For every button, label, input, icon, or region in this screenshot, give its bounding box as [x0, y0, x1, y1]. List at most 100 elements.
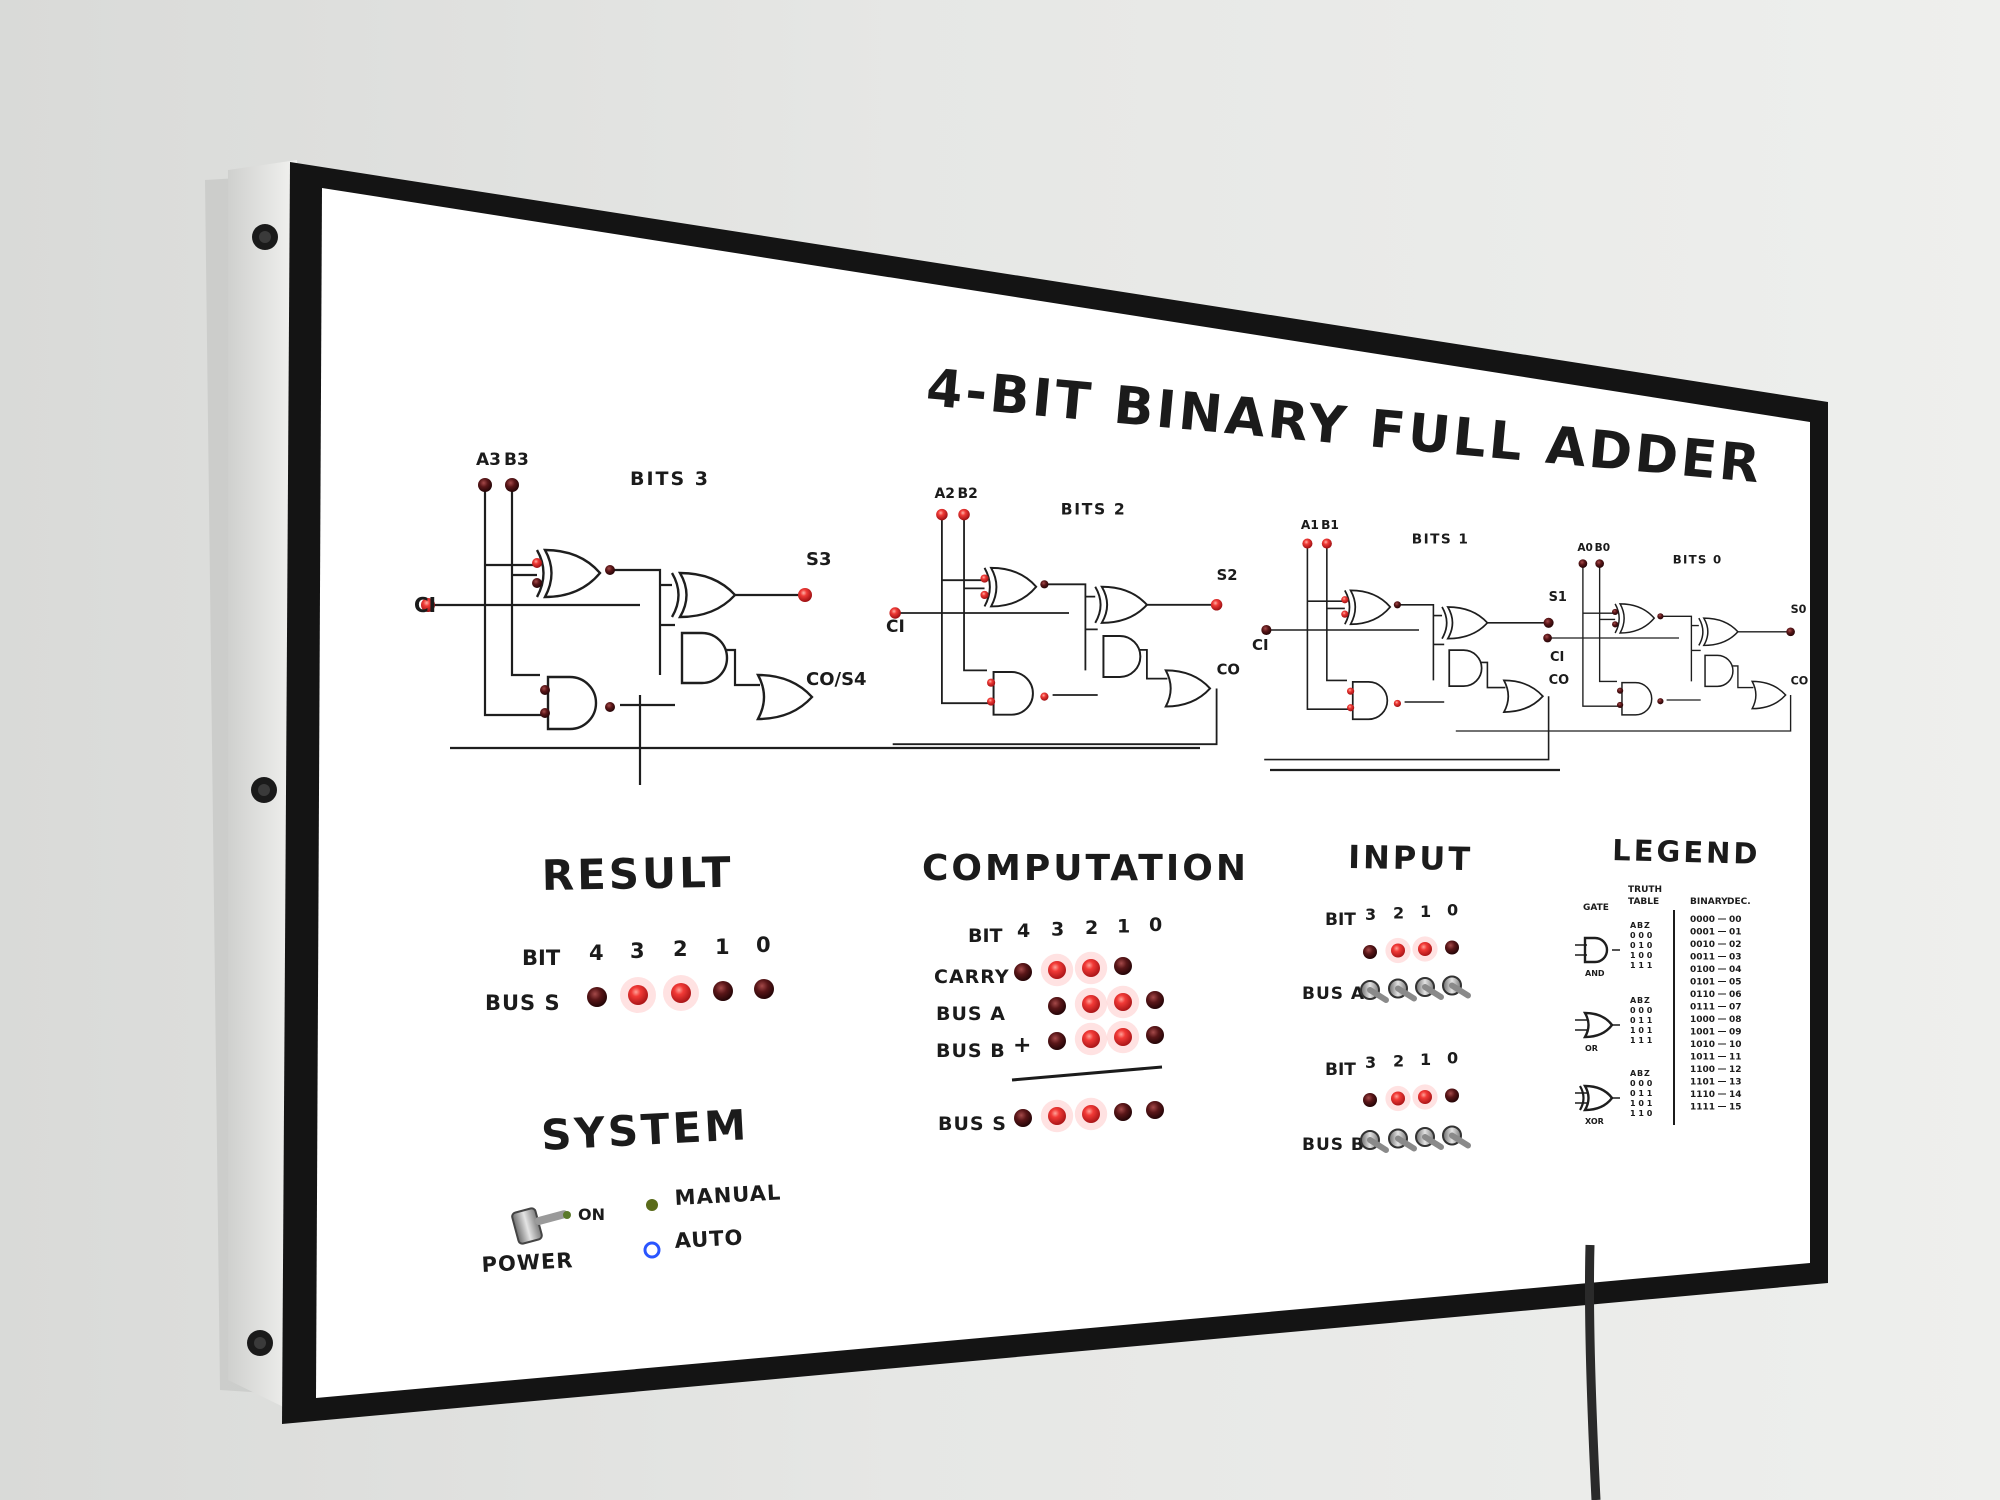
circuit-led: [958, 508, 970, 521]
computation-carry-label: CARRY: [934, 966, 1010, 988]
result-bit-number: 3: [630, 939, 645, 963]
legend-decimal-value: 04: [1729, 965, 1742, 975]
computation-bit-number: 2: [1085, 917, 1098, 939]
legend-decimal-value: 05: [1729, 978, 1742, 988]
legend-decimal-value: 03: [1729, 953, 1742, 963]
result-bus-s-led: [628, 985, 648, 1005]
computation-bit-number: 0: [1149, 914, 1162, 936]
circuit-led: [936, 508, 948, 521]
computation-bus-a-led: [1146, 991, 1164, 1009]
sum-label: S2: [1217, 567, 1238, 584]
xor-gate-icon: [1575, 1084, 1620, 1112]
legend-heading: LEGEND: [1612, 833, 1761, 871]
circuit-led: [1578, 559, 1588, 568]
and-gate-icon: [1575, 936, 1620, 964]
computation-bus-b-led: [1114, 1028, 1132, 1046]
stage-label: BITS 2: [1061, 501, 1127, 519]
bus-b-toggle-switch[interactable]: [1415, 1127, 1444, 1150]
input-bus-a-led: [1445, 940, 1459, 955]
input-bus-a-led: [1391, 943, 1405, 958]
legend-gate-name: XOR: [1585, 1117, 1604, 1126]
circuit-led: [980, 574, 989, 583]
computation-carry-led: [1082, 959, 1100, 977]
circuit-led: [1617, 687, 1624, 694]
bus-b-toggle-switch[interactable]: [1442, 1125, 1471, 1149]
power-toggle-switch[interactable]: [511, 1207, 569, 1245]
result-bit-number: 1: [715, 935, 730, 959]
carry-out-label: CO: [1217, 662, 1240, 679]
circuit-led: [1261, 624, 1272, 636]
result-bit-label: BIT: [522, 946, 561, 970]
circuit-led: [889, 607, 901, 619]
computation-bus-a-led: [1082, 995, 1100, 1013]
legend-section: LEGEND GATE TRUTH TABLE BINARY DEC. ANDA…: [1575, 833, 1761, 1126]
computation-bus-b-label: BUS B: [936, 1040, 1006, 1062]
bus-a-toggle-switch[interactable]: [1415, 977, 1444, 1000]
computation-sum-line: [1011, 1065, 1163, 1082]
legend-binary-value: 0000: [1690, 915, 1715, 925]
computation-bit-number: 3: [1051, 919, 1064, 941]
legend-decimal-value: 00: [1729, 915, 1742, 925]
legend-truth-column-header: A: [1630, 996, 1637, 1005]
circuit-led: [1040, 692, 1049, 701]
circuit-led: [605, 565, 615, 575]
input-bus-b-led: [1418, 1090, 1432, 1104]
circuit-led: [1617, 701, 1624, 709]
manual-label: MANUAL: [674, 1180, 782, 1210]
power-indicator-led: [563, 1211, 571, 1219]
bus-a-toggle-switch[interactable]: [1388, 978, 1417, 1002]
legend-truth-column-header: A: [1630, 921, 1637, 930]
legend-truth-header-1: TRUTH: [1628, 885, 1662, 895]
legend-truth-row: 0 1 1: [1630, 1016, 1653, 1025]
computation-bit-number: 1: [1117, 916, 1130, 938]
computation-bus-s-led: [1082, 1105, 1100, 1123]
circuit-led: [1341, 610, 1349, 618]
legend-truth-column-header: Z: [1644, 1069, 1650, 1078]
legend-decimal-value: 02: [1729, 940, 1742, 950]
stage-bits-2: BITS 2 A2 B2 S2 CO: [889, 486, 1240, 746]
legend-truth-row: 0 0 0: [1630, 1079, 1653, 1088]
power-label: POWER: [481, 1248, 574, 1277]
bus-a-toggle-switch[interactable]: [1442, 975, 1471, 999]
computation-bus-b-led: [1146, 1026, 1164, 1044]
legend-truth-row: 1 1 1: [1630, 961, 1653, 970]
legend-binary-value: 1011: [1690, 1053, 1715, 1063]
result-bus-label: BUS S: [485, 991, 561, 1015]
computation-heading: COMPUTATION: [922, 848, 1249, 889]
legend-binary-value: 1100: [1690, 1065, 1715, 1075]
legend-gate-name: OR: [1585, 1044, 1598, 1053]
bus-b-toggle-switch[interactable]: [1360, 1130, 1389, 1153]
computation-bus-b-led: [1082, 1030, 1100, 1048]
sum-label: S3: [806, 549, 832, 570]
legend-binary-value: 0010: [1690, 940, 1715, 950]
computation-bit-number: 4: [1017, 920, 1030, 942]
system-section: SYSTEM ON POWER MANUAL AUTO: [481, 1100, 782, 1277]
circuit-led: [532, 558, 542, 568]
legend-truth-column-header: A: [1630, 1069, 1637, 1078]
legend-decimal-value: 06: [1729, 990, 1742, 1000]
input-a-label: A0: [1577, 542, 1592, 554]
bus-a-toggle-switch[interactable]: [1360, 980, 1389, 1003]
computation-bit-label: BIT: [968, 925, 1003, 947]
stage-bits-3: BITS 3 A3 B3 S3 CO/S4: [421, 450, 867, 785]
bus-b-toggle-switch[interactable]: [1388, 1128, 1417, 1152]
legend-binary-value: 0001: [1690, 928, 1715, 938]
circuit-led: [605, 702, 615, 712]
legend-truth-row: 0 1 0: [1630, 941, 1653, 950]
sum-label: S0: [1791, 603, 1807, 616]
panel-face: [316, 188, 1810, 1398]
circuit-led: [1612, 608, 1619, 616]
legend-truth-column-header: B: [1637, 921, 1643, 930]
circuit-led: [421, 598, 435, 612]
circuit-led: [1543, 617, 1554, 628]
legend-truth-row: 0 0 0: [1630, 1006, 1653, 1015]
circuit-led: [1347, 704, 1355, 712]
legend-decimal-value: 09: [1729, 1028, 1742, 1038]
input-bus-a-led: [1418, 942, 1432, 956]
circuit-led: [1657, 613, 1664, 620]
result-bus-s-led: [587, 987, 607, 1007]
carry-out-label: CO: [1549, 673, 1570, 688]
input-bus-b-label: BUS B: [1302, 1135, 1365, 1155]
